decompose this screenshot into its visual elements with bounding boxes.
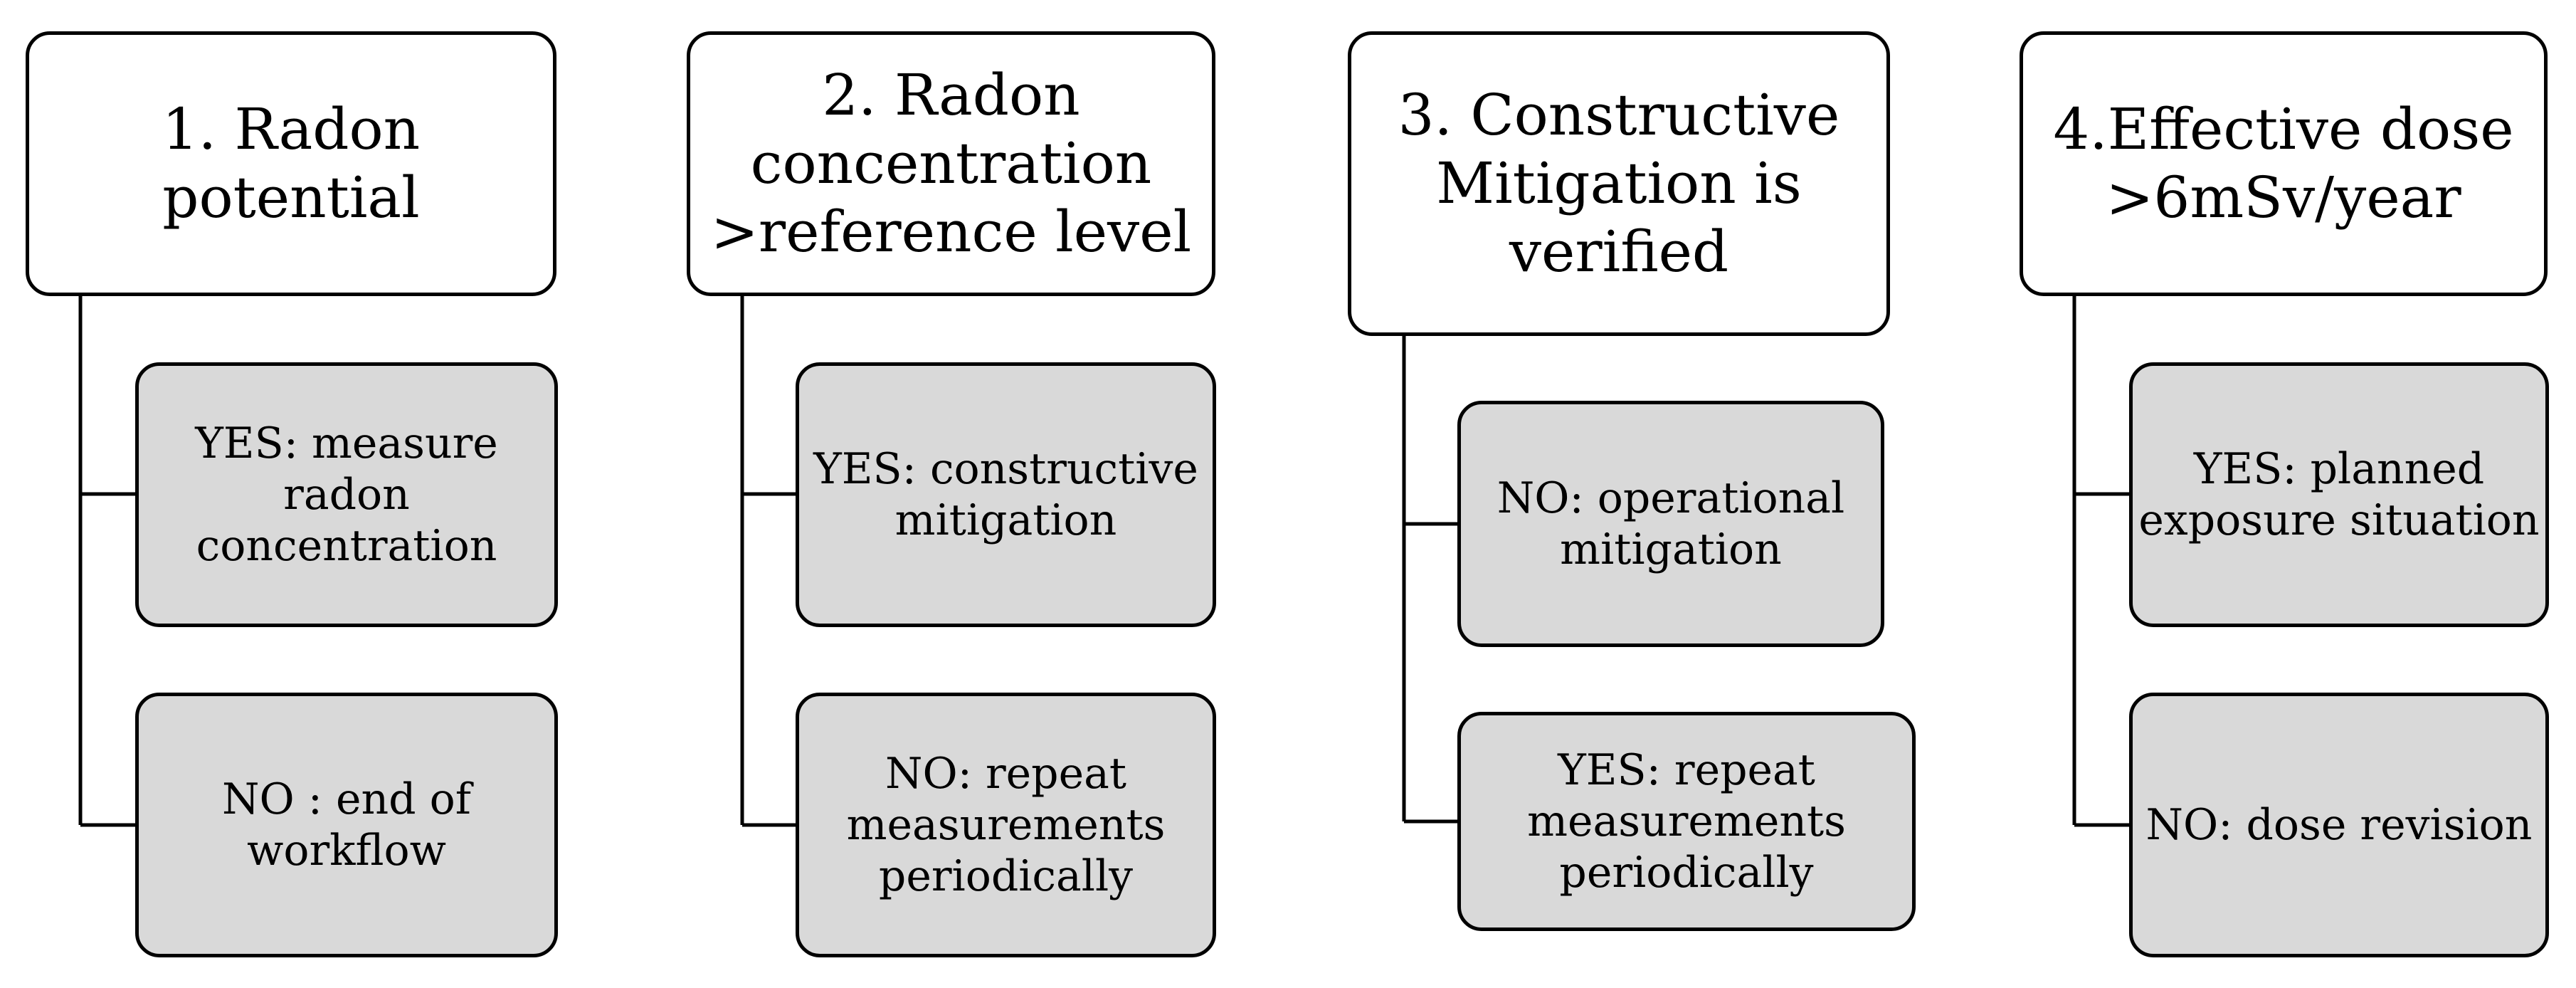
step-2-yes-label: YES: constructive mitigation: [813, 444, 1198, 545]
step-3-title: 3. Constructive Mitigation is verified: [1398, 82, 1840, 285]
step-1-option-yes: YES: measure radon concentration: [135, 362, 558, 627]
connector-col1: [78, 296, 135, 827]
step-3-option-yes: YES: repeat measurements periodically: [1457, 712, 1916, 931]
step-1-no-label: NO : end of workflow: [221, 774, 471, 876]
step-1-yes-label: YES: measure radon concentration: [195, 419, 498, 571]
step-2-option-no: NO: repeat measurements periodically: [796, 693, 1216, 957]
connector-col4: [2072, 296, 2129, 827]
step-1-box: 1. Radon potential: [26, 31, 556, 296]
step-4-box: 4.Effective dose >6mSv/year: [2020, 31, 2548, 296]
step-4-option-no: NO: dose revision: [2129, 693, 2549, 957]
step-4-title: 4.Effective dose >6mSv/year: [2053, 96, 2514, 231]
step-3-no-label: NO: operational mitigation: [1496, 473, 1845, 574]
step-3-option-no: NO: operational mitigation: [1457, 401, 1884, 647]
step-2-option-yes: YES: constructive mitigation: [796, 362, 1216, 627]
step-1-option-no: NO : end of workflow: [135, 693, 558, 957]
connector-col3: [1402, 336, 1457, 824]
step-4-yes-label: YES: planned exposure situation: [2138, 444, 2540, 545]
step-2-title: 2. Radon concentration >reference level: [710, 62, 1192, 265]
step-3-box: 3. Constructive Mitigation is verified: [1348, 31, 1890, 336]
step-4-no-label: NO: dose revision: [2145, 800, 2533, 850]
step-2-box: 2. Radon concentration >reference level: [687, 31, 1215, 296]
step-4-option-yes: YES: planned exposure situation: [2129, 362, 2549, 627]
step-2-no-label: NO: repeat measurements periodically: [846, 749, 1166, 901]
connector-col2: [740, 296, 796, 827]
step-3-yes-label: YES: repeat measurements periodically: [1527, 745, 1846, 898]
step-1-title: 1. Radon potential: [162, 96, 421, 231]
